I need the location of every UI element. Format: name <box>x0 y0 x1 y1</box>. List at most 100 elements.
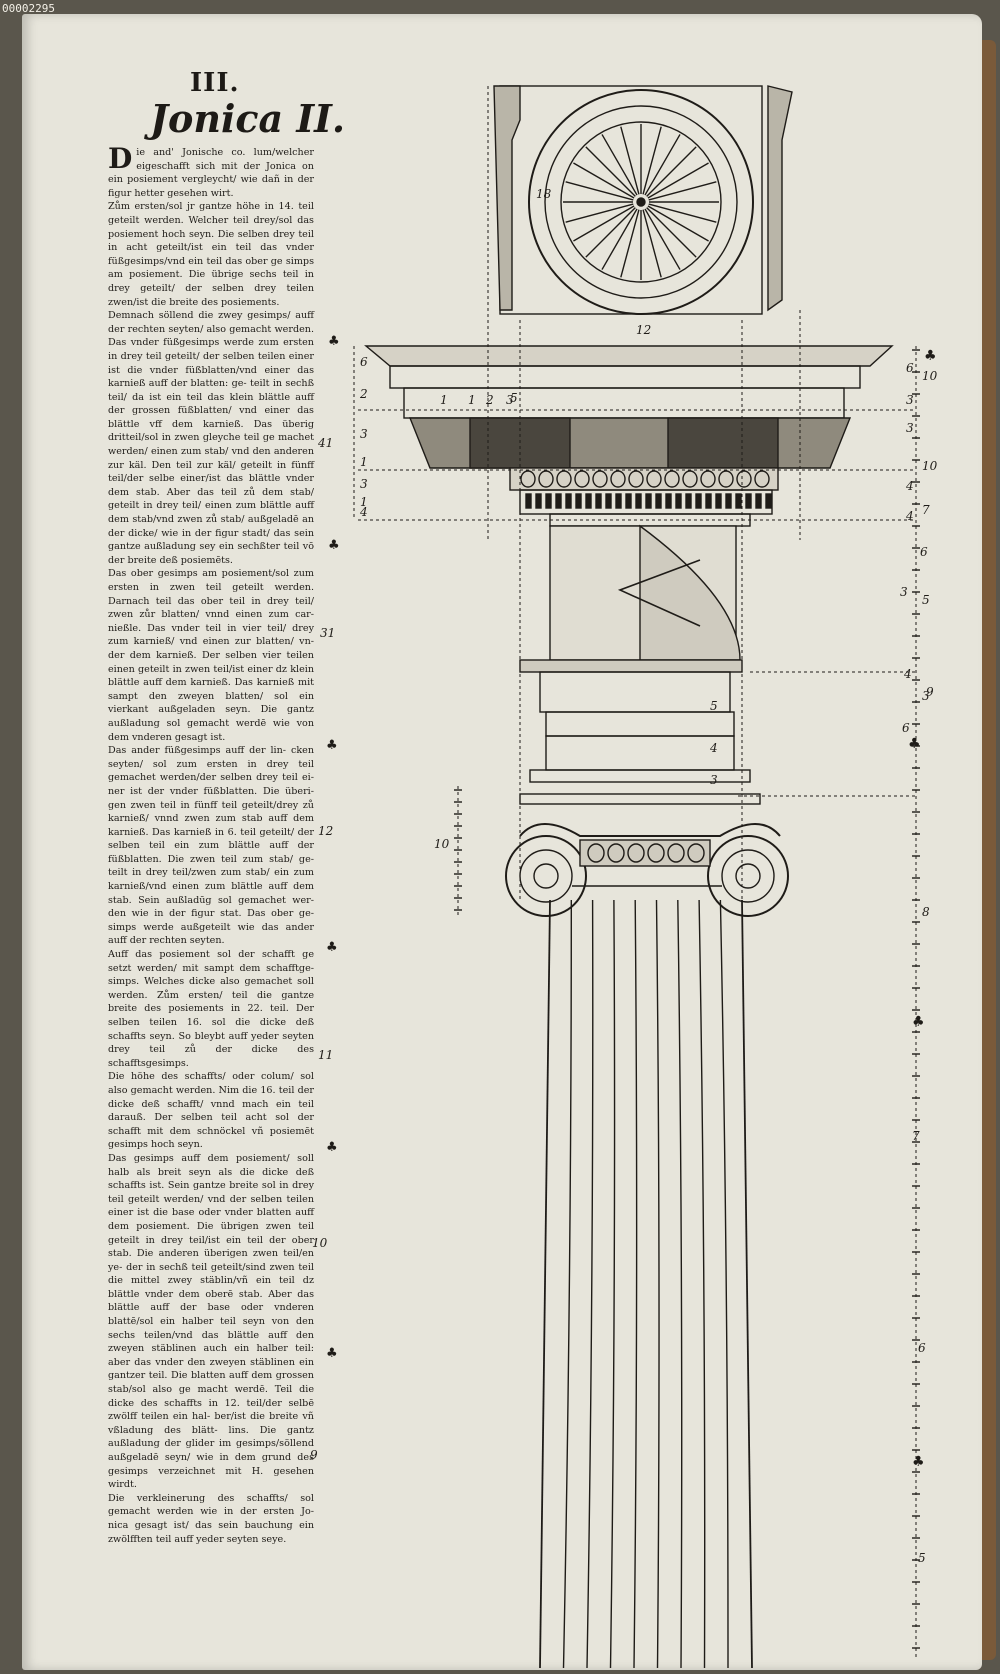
capital-echinus <box>519 823 781 837</box>
plate-number: 8 <box>922 905 930 919</box>
clover-bullet-icon: ♣ <box>326 738 338 753</box>
plate-number: 5 <box>710 699 718 713</box>
plan-left-volute <box>493 85 521 311</box>
plan-spoke <box>644 134 681 196</box>
plate-number: 7 <box>912 1129 920 1143</box>
plan-spoke <box>642 126 662 195</box>
paragraph: Das gesimps auff dem posiement/ soll hal… <box>108 1152 314 1491</box>
plate-number: 12 <box>636 323 651 337</box>
plate-number: 3 <box>360 477 368 491</box>
pedestal-base <box>519 659 761 805</box>
plate-number: 3 <box>906 421 914 435</box>
plate-number: 6 <box>902 721 910 735</box>
shaft-flute-line <box>677 899 683 1669</box>
capital-egg <box>667 843 685 863</box>
plan-spoke <box>601 134 638 196</box>
margin-number: 12 <box>318 824 334 838</box>
dentil-block <box>685 493 692 509</box>
plate-number: 3 <box>506 393 514 407</box>
clover-bullet-icon: ♣ <box>328 538 340 553</box>
plate-number: 10 <box>922 369 938 383</box>
left-volute <box>505 835 587 917</box>
clover-bullet-icon: ♣ <box>326 940 338 955</box>
plate-number: 4 <box>903 667 912 681</box>
plan-spoke <box>565 203 634 223</box>
capital-ornament-band <box>579 839 711 867</box>
plate-number: 10 <box>922 459 938 473</box>
capital-egg <box>647 843 665 863</box>
left-volute-inner <box>519 849 573 903</box>
dentil-block <box>595 493 602 509</box>
egg-ornament <box>592 470 608 488</box>
shaft-flute-line <box>698 899 706 1669</box>
egg-molding <box>520 470 770 488</box>
cornice-shadow-right <box>667 417 779 469</box>
dentil-block <box>525 493 532 509</box>
egg-ornament <box>736 470 752 488</box>
dentil-block <box>535 493 542 509</box>
plate-number: 6 <box>918 1341 926 1355</box>
clover-bullet-icon: ♣ <box>924 348 937 364</box>
plate-number: 5 <box>510 391 518 405</box>
plate-number: 7 <box>922 503 930 517</box>
dentil-block <box>615 493 622 509</box>
margin-number: 11 <box>318 1048 334 1062</box>
plate-number: 4 <box>905 479 914 493</box>
plan-spoke <box>646 207 697 258</box>
plate-number: 4 <box>709 741 718 755</box>
shaft-flute-line <box>633 899 638 1669</box>
egg-ornament <box>646 470 662 488</box>
margin-number: 9 <box>310 1448 318 1462</box>
plate-number: 9 <box>926 685 934 699</box>
pedestal-angle <box>617 559 701 627</box>
dentil-block <box>705 493 712 509</box>
column-shaft <box>539 899 753 1669</box>
dentil-block <box>635 493 642 509</box>
base-abacus <box>519 793 761 805</box>
dentil-block <box>745 493 752 509</box>
plan-spoke <box>573 205 635 242</box>
plate-number: 5 <box>922 593 930 607</box>
egg-ornament <box>664 470 680 488</box>
cornice-fascia <box>389 365 861 389</box>
plate-number: 3 <box>360 427 368 441</box>
right-volute <box>707 835 789 917</box>
plan-fluting-spokes <box>563 124 719 280</box>
plan-spoke <box>647 205 709 242</box>
shaft-flute-line <box>655 899 660 1669</box>
egg-and-dart-band <box>509 467 779 491</box>
shaft-right-edge <box>741 899 753 1669</box>
plate-number: 18 <box>536 187 552 201</box>
plate-number: 1 <box>360 455 368 469</box>
base-fillet-bottom <box>529 769 751 783</box>
capital-egg <box>587 843 605 863</box>
egg-ornament <box>538 470 554 488</box>
clover-bullet-icon: ♣ <box>326 1140 338 1155</box>
dentil-block <box>695 493 702 509</box>
dentil-block <box>715 493 722 509</box>
plan-spoke <box>585 207 636 258</box>
pedestal-die <box>549 524 741 661</box>
egg-ornament <box>628 470 644 488</box>
egg-ornament <box>574 470 590 488</box>
dentil-block <box>555 493 562 509</box>
paragraph: Auff das posiement sol der schafft ge se… <box>108 949 314 1069</box>
dentil-block <box>755 493 762 509</box>
clover-bullet-icon: ♣ <box>326 1346 338 1361</box>
egg-ornament <box>610 470 626 488</box>
plate-number: 2 <box>485 393 494 407</box>
dentil-block <box>735 493 742 509</box>
scale-ticks <box>454 349 920 1649</box>
ionic-capital <box>505 823 789 917</box>
clover-bullet-icon: ♣ <box>912 1014 925 1030</box>
dentil-block <box>575 493 582 509</box>
plate-number: 3 <box>710 773 718 787</box>
dentil-block <box>655 493 662 509</box>
plan-spoke <box>601 208 638 270</box>
plate-number: 4 <box>359 505 368 519</box>
dentil-block <box>625 493 632 509</box>
plan-spoke <box>585 146 636 197</box>
paragraph: Das ober gesimps am posiement/sol zum er… <box>108 568 314 743</box>
plan-spoke <box>565 181 634 201</box>
